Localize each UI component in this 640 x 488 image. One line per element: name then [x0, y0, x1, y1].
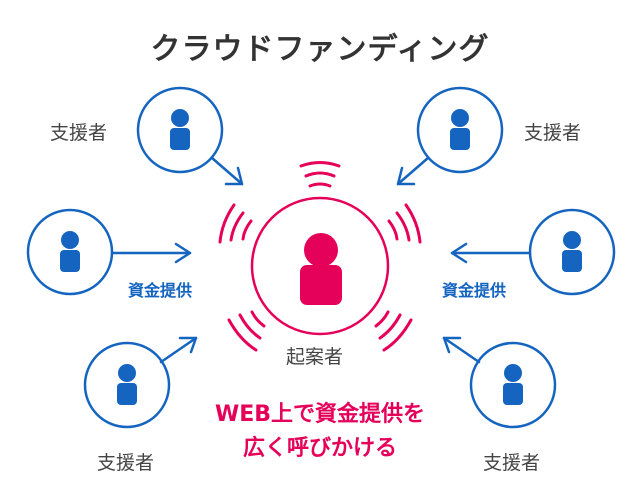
message-line-1: WEB上で資金提供を: [214, 402, 426, 427]
supporter-bottom-right: [442, 336, 557, 429]
person-icon: [562, 231, 582, 272]
initiator-node: [250, 196, 390, 336]
initiator-circle: [250, 196, 390, 336]
person-icon: [117, 364, 137, 405]
supporter-middle-left: [26, 208, 192, 296]
supporter-label-bottom-left: 支援者: [97, 452, 155, 474]
arrow-head-icon: [174, 242, 192, 264]
wave-top-right-icon: [387, 203, 422, 244]
arrow-head-icon: [396, 166, 416, 186]
message-line-2: 広く呼びかける: [242, 436, 397, 461]
supporter-middle-right: [450, 208, 616, 296]
funding-label-right: 資金提供: [442, 281, 507, 300]
arrow-line: [210, 156, 244, 186]
wave-top-icon: [299, 161, 341, 188]
initiator-person-icon: [300, 233, 342, 305]
arrow-head-icon: [224, 166, 244, 186]
arrow-head-icon: [450, 242, 468, 264]
wave-bottom-left-icon: [227, 310, 266, 352]
initiator-label: 起案者: [286, 346, 344, 368]
wave-top-left-icon: [218, 203, 253, 244]
supporter-label-top-left: 支援者: [50, 122, 108, 144]
broadcast-waves: [218, 161, 422, 352]
arrow-head-icon: [442, 336, 462, 354]
person-icon: [170, 109, 190, 150]
person-icon: [503, 364, 523, 405]
supporter-label-bottom-right: 支援者: [483, 452, 541, 474]
arrow-head-icon: [178, 336, 198, 354]
supporter-top-right: [396, 86, 504, 186]
person-icon: [60, 231, 80, 272]
wave-bottom-right-icon: [374, 310, 413, 352]
supporter-label-top-right: 支援者: [524, 122, 582, 144]
diagram-title: クラウドファンディング: [150, 32, 490, 67]
funding-label-left: 資金提供: [128, 281, 193, 300]
person-icon: [450, 109, 470, 150]
supporter-bottom-left: [83, 336, 198, 429]
supporter-top-left: [136, 86, 244, 186]
